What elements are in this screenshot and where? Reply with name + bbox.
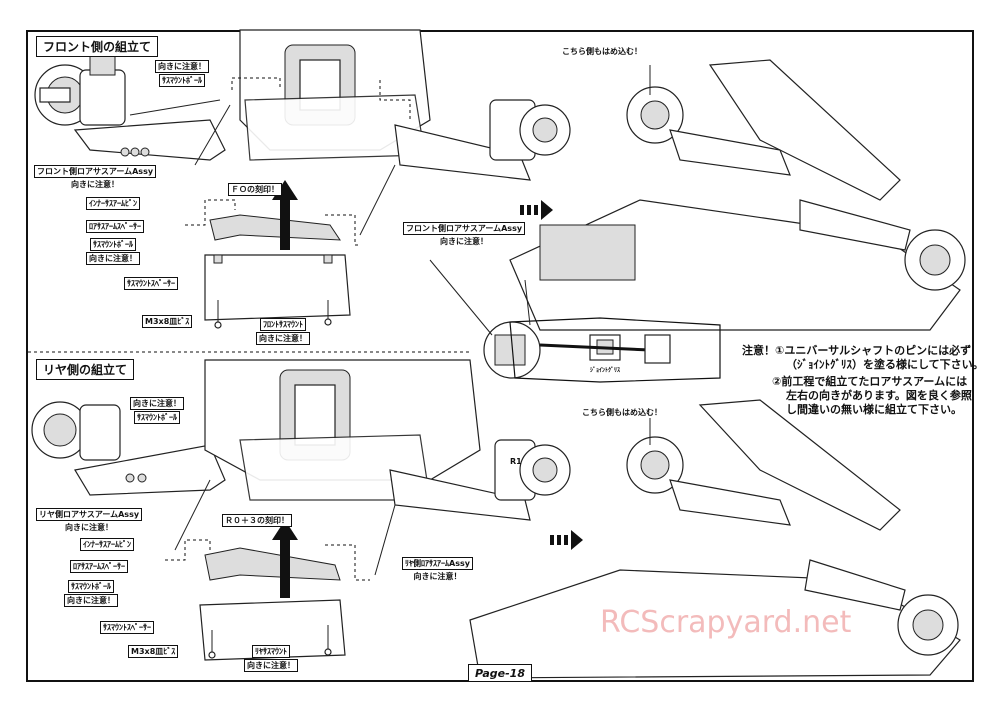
rear-inner-pin-label: ｲﾝﾅｰｻｽｱｰﾑﾋﾟﾝ xyxy=(80,538,134,551)
front-screw-label: M3x8皿ﾋﾞｽ xyxy=(142,315,193,328)
rear-sus-mount-label: ﾘﾔｻｽﾏｳﾝﾄ xyxy=(252,645,290,658)
rear-lower-arm-spacer-label: ﾛｱｻｽｱｰﾑｽﾍﾟｰｻｰ xyxy=(70,560,128,573)
rear-section-title: リヤ側の組立て xyxy=(36,359,135,380)
rear-note-direction-4: 向きに注意！ xyxy=(244,659,298,672)
caution-note-line-2: （ｼﾞｮｲﾝﾄｸﾞﾘｽ）を塗る様にして下さい。 xyxy=(786,358,984,371)
front-note-direction-4: 向きに注意！ xyxy=(256,332,310,345)
caution-note-line-4: 左右の向きがあります。図を良く参照 xyxy=(786,389,972,402)
front-right-arm-assy-label: フロント側ロアサスアームAssy xyxy=(403,222,526,235)
front-right-arm-callout: フロント側ロアサスアームAssy 向きに注意！ xyxy=(403,222,526,248)
rear-note-direction-3: 向きに注意！ xyxy=(64,594,118,607)
rear-stamp-label: Ｒ０＋３の刻印！ xyxy=(222,514,292,527)
direction-arrow-bottom xyxy=(550,530,583,550)
front-note-direction-3: 向きに注意！ xyxy=(86,252,140,265)
rear-right-arm-assy-label: ﾘﾔ側ﾛｱｻｽｱｰﾑAssy xyxy=(402,557,473,570)
front-sus-mount-spacer-label: ｻｽﾏｳﾝﾄｽﾍﾟｰｻｰ xyxy=(124,277,178,290)
caution-note-line-1: 注意！①ユニバーサルシャフトのピンには必ず xyxy=(742,344,972,357)
front-sus-mount-ball-top-label: ｻｽﾏｳﾝﾄﾎﾞｰﾙ xyxy=(159,74,205,87)
rear-note-direction-5: 向きに注意！ xyxy=(413,572,462,581)
front-sus-mount-label: ﾌﾛﾝﾄｻｽﾏｳﾝﾄ xyxy=(260,318,306,331)
rear-sus-mount-ball-top-label: ｻｽﾏｳﾝﾄﾎﾞｰﾙ xyxy=(134,411,180,424)
grease-detail xyxy=(429,259,721,383)
front-lower-arm-assy-label: フロント側ロアサスアームAssy xyxy=(34,165,157,178)
front-sus-mount-callout: ﾌﾛﾝﾄｻｽﾏｳﾝﾄ 向きに注意！ xyxy=(256,318,310,346)
front-section-title: フロント側の組立て xyxy=(36,36,159,57)
rear-sus-mount-callout: ﾘﾔｻｽﾏｳﾝﾄ 向きに注意！ xyxy=(244,645,298,673)
rear-sus-mount-ball-label: ｻｽﾏｳﾝﾄﾎﾞｰﾙ xyxy=(68,580,114,593)
rear-right-arm-callout: ﾘﾔ側ﾛｱｻｽｱｰﾑAssy 向きに注意！ xyxy=(402,557,473,583)
front-chassis-drawing xyxy=(509,59,966,331)
rear-chassis-drawing xyxy=(469,399,961,679)
rear-screw-label: M3x8皿ﾋﾞｽ xyxy=(128,645,179,658)
caution-note-line-3: ②前工程で組立てたロアサスアームには xyxy=(772,375,968,388)
rear-lower-arm-assy-label: リヤ側ロアサスアームAssy xyxy=(36,508,143,521)
rear-assembly-drawing xyxy=(31,359,571,661)
rear-note-direction-2: 向きに注意！ xyxy=(65,523,114,532)
insert-note-front: こちら側もはめ込む！ xyxy=(562,47,642,56)
watermark: RCScrapyard.net xyxy=(600,605,852,640)
rear-lower-arm-callout: リヤ側ロアサスアームAssy 向きに注意！ xyxy=(36,508,143,534)
front-inner-pin-label: ｲﾝﾅｰｻｽｱｰﾑﾋﾟﾝ xyxy=(86,197,140,210)
rear-note-direction-1: 向きに注意！ xyxy=(130,397,184,410)
front-note-direction-1: 向きに注意！ xyxy=(155,60,209,73)
insert-note-rear: こちら側もはめ込む！ xyxy=(582,408,662,417)
page-number: Page-18 xyxy=(468,664,532,682)
front-note-direction-5: 向きに注意！ xyxy=(440,237,489,246)
rear-sus-mount-ball-callout-2: ｻｽﾏｳﾝﾄﾎﾞｰﾙ 向きに注意！ xyxy=(64,580,118,608)
front-sus-mount-ball-callout: 向きに注意！ ｻｽﾏｳﾝﾄﾎﾞｰﾙ xyxy=(155,60,209,88)
caution-note-line-5: し間違いの無い様に組立て下さい。 xyxy=(786,403,962,416)
front-lower-arm-spacer-label: ﾛｱｻｽｱｰﾑｽﾍﾟｰｻｰ xyxy=(86,220,144,233)
front-sus-mount-ball-label: ｻｽﾏｳﾝﾄﾎﾞｰﾙ xyxy=(90,238,136,251)
rear-sus-mount-ball-callout: 向きに注意！ ｻｽﾏｳﾝﾄﾎﾞｰﾙ xyxy=(130,397,184,425)
rear-r1-mark: R1 xyxy=(510,457,522,466)
grease-label: ｼﾞｮｲﾝﾄｸﾞﾘｽ xyxy=(590,367,621,374)
front-lower-arm-callout: フロント側ロアサスアームAssy 向きに注意！ xyxy=(34,165,157,191)
direction-arrow-top xyxy=(520,200,553,220)
front-sus-mount-ball-callout-2: ｻｽﾏｳﾝﾄﾎﾞｰﾙ 向きに注意！ xyxy=(86,238,140,266)
front-stamp-label: ＦＯの刻印！ xyxy=(228,183,282,196)
front-note-direction-2: 向きに注意！ xyxy=(71,180,120,189)
rear-sus-mount-spacer-label: ｻｽﾏｳﾝﾄｽﾍﾟｰｻｰ xyxy=(100,621,154,634)
front-assembly-drawing xyxy=(34,29,571,329)
